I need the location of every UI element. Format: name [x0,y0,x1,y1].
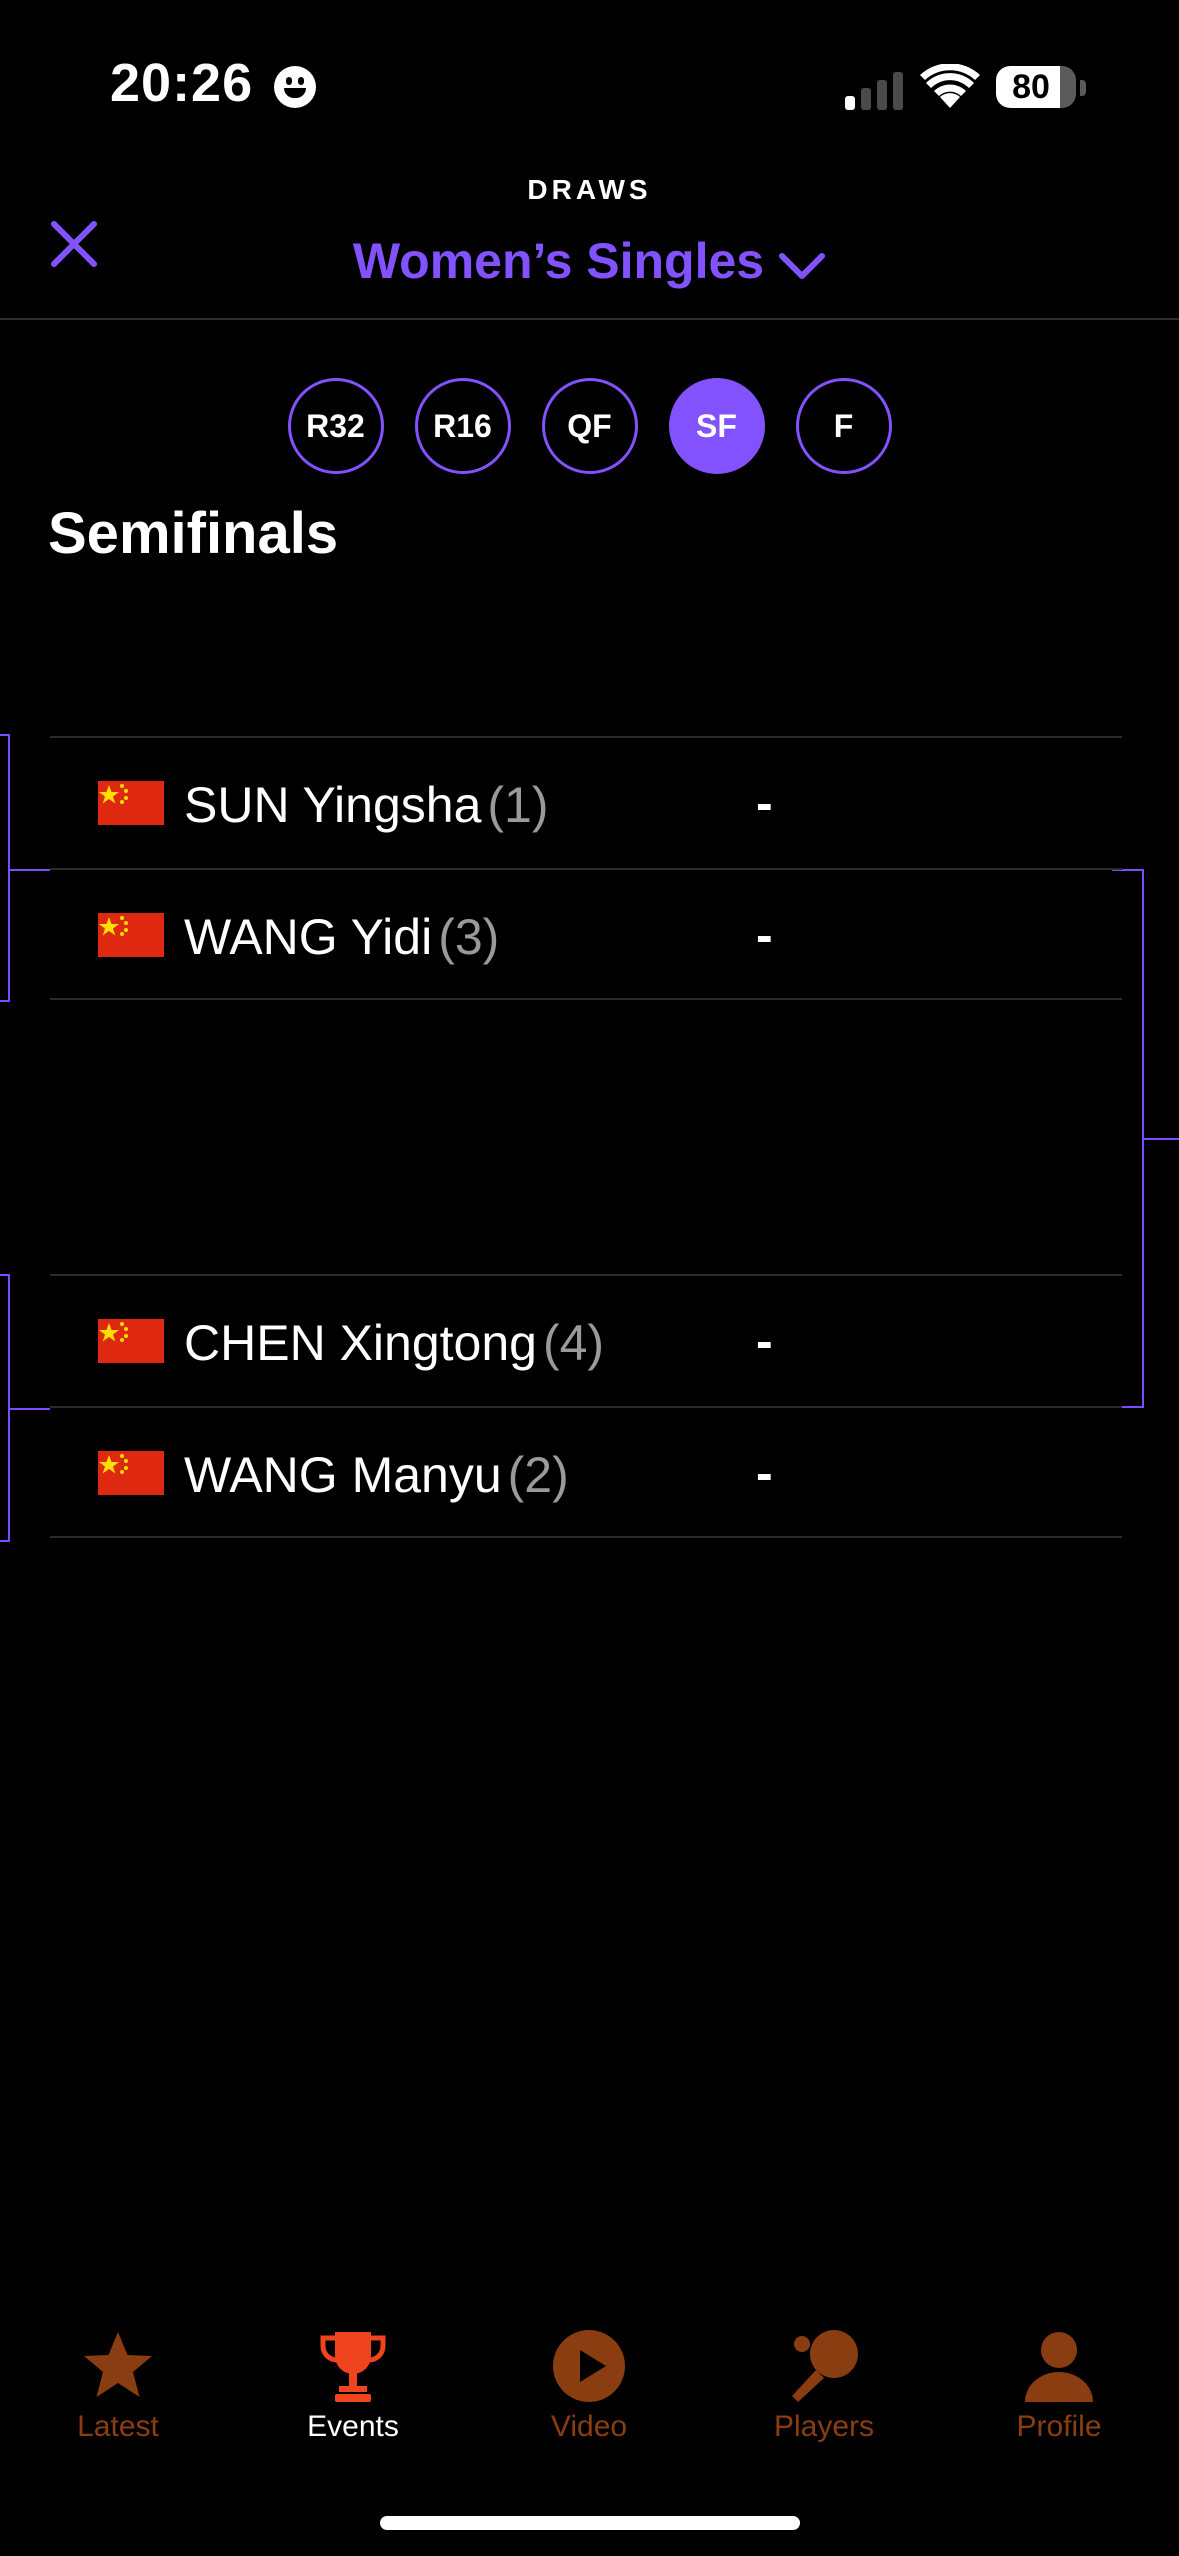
player-seed: (4) [542,1315,605,1371]
battery-icon: 80 [996,66,1076,108]
round-tabs: R32 R16 QF SF F [0,378,1179,474]
bracket-line [0,1540,10,1542]
player-row[interactable]: CHEN Xingtong(4) - [50,1274,1122,1406]
china-flag-icon [98,1319,164,1363]
section-title: Semifinals [48,501,339,566]
china-flag-icon [98,1451,164,1495]
bracket-line [8,1274,10,1542]
player-name: CHEN Xingtong(4) [184,1315,605,1371]
paddle-icon [792,2330,858,2402]
bracket-line [0,1000,10,1002]
player-seed: (3) [438,909,500,965]
player-score: - [756,1313,773,1369]
player-name: WANG Yidi(3) [184,909,500,965]
star-icon [84,2332,152,2397]
tab-label: Events [307,2410,399,2443]
header-subtitle: DRAWS [527,174,652,205]
close-icon [51,221,97,267]
bracket-line [10,869,50,871]
tab-label: Video [550,2410,628,2443]
bracket-line [8,734,10,1002]
status-time: 20:26 [110,53,254,113]
player-score: - [756,1445,773,1501]
smiley-icon [274,66,316,108]
chevron-down-icon [778,236,826,294]
player-score: - [756,907,773,963]
player-seed: (2) [507,1447,569,1503]
tab-label: Latest [77,2410,159,2443]
player-row[interactable]: WANG Manyu(2) - [50,1406,1122,1538]
tab-r32[interactable]: R32 [287,378,384,474]
bottom-tab-bar: Latest Events Video Players P [0,2310,1179,2470]
china-flag-icon [98,913,164,957]
player-seed: (1) [487,777,549,833]
bracket-line [1112,1406,1144,1408]
player-row[interactable]: WANG Yidi(3) - [50,868,1122,1000]
player-score: - [756,775,773,831]
tab-sf[interactable]: SF [668,378,765,474]
battery-level: 80 [1012,68,1050,106]
tab-label: Profile [1016,2410,1102,2443]
bracket-line [1142,869,1144,1408]
draws-header: DRAWS Women’s Singles [0,170,1179,320]
play-icon [553,2330,625,2402]
tab-qf[interactable]: QF [541,378,638,474]
bracket-line [1144,1138,1179,1140]
status-bar: 20:26 80 [0,0,1179,170]
bracket-line [10,1408,50,1410]
trophy-icon [320,2332,386,2402]
tab-f[interactable]: F [795,378,892,474]
wifi-icon [920,64,980,108]
china-flag-icon [98,781,164,825]
event-title: Women’s Singles [352,233,765,289]
bracket-line [0,1274,10,1276]
tab-label: Players [773,2410,875,2443]
person-icon [1025,2332,1093,2402]
close-button[interactable] [48,218,100,270]
bracket-line [1112,869,1144,871]
cellular-signal-icon [845,70,907,110]
bracket-line [0,734,10,736]
tab-r16[interactable]: R16 [414,378,511,474]
player-row[interactable]: SUN Yingsha(1) - [50,736,1122,868]
player-name: WANG Manyu(2) [184,1447,569,1503]
event-dropdown[interactable]: Women’s Singles [0,232,1179,294]
player-name: SUN Yingsha(1) [184,777,549,833]
home-indicator [380,2516,800,2530]
